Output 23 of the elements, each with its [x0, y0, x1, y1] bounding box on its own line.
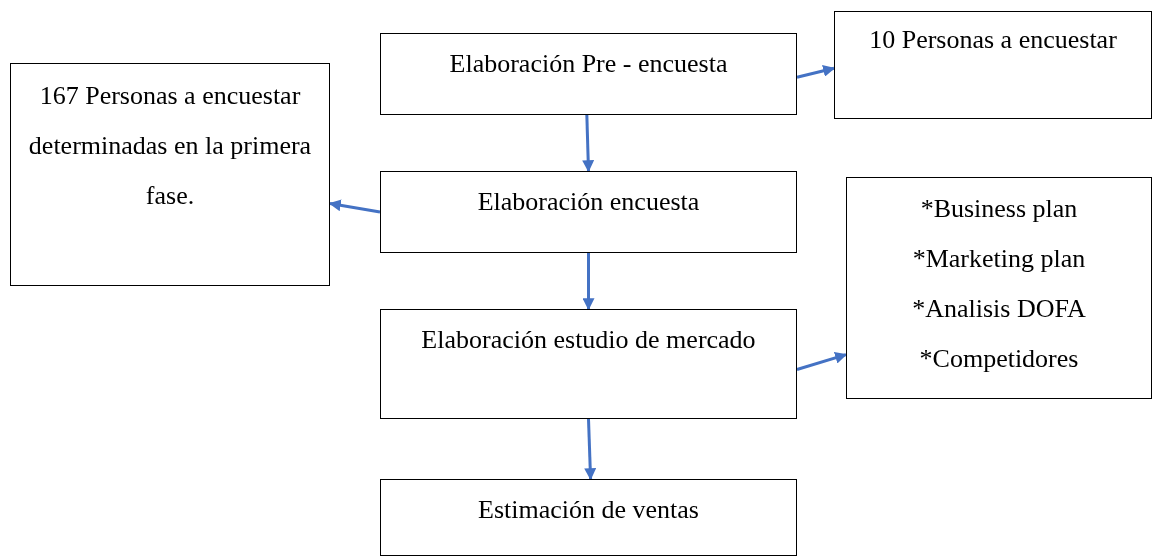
arrow — [582, 253, 595, 311]
box-text: *Competidores — [919, 343, 1079, 375]
process-box — [10, 63, 330, 286]
process-box — [380, 309, 797, 419]
box-text: Elaboración encuesta — [477, 186, 700, 218]
box-text: *Marketing plan — [912, 243, 1086, 275]
box-text: Elaboración Pre - encuesta — [449, 48, 728, 80]
box-text: 167 Personas a encuestar determinadas en la primera fase. — [27, 80, 313, 212]
arrow — [584, 418, 597, 481]
process-box — [380, 479, 797, 556]
arrow — [328, 199, 381, 214]
process-box — [380, 33, 797, 115]
process-box — [380, 171, 797, 253]
box-text: *Business plan — [920, 193, 1078, 225]
box-text: Estimación de ventas — [478, 494, 699, 526]
box-text: Elaboración estudio de mercado — [421, 324, 756, 356]
process-box — [846, 177, 1152, 399]
arrow — [796, 64, 836, 79]
box-text: *Analisis DOFA — [912, 293, 1086, 325]
arrow — [796, 352, 848, 371]
box-text: 10 Personas a encuestar — [869, 24, 1117, 56]
arrow — [582, 114, 595, 173]
process-box — [834, 11, 1152, 119]
